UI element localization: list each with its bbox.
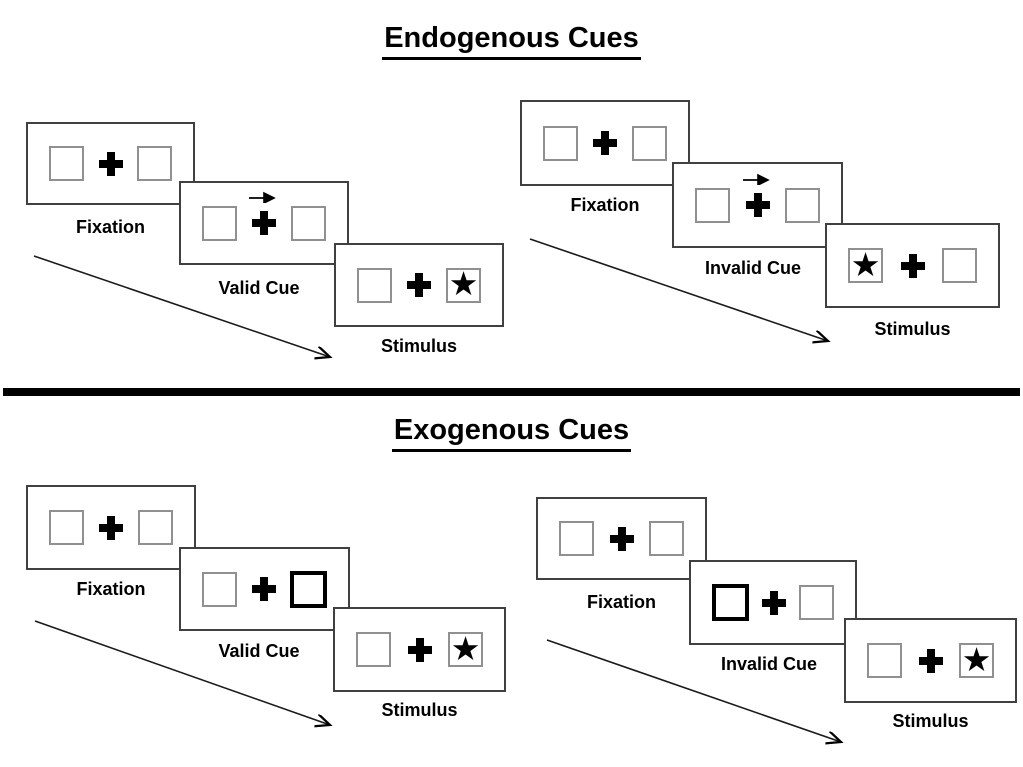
right-placeholder-box (785, 187, 820, 223)
left-placeholder-box (356, 632, 391, 667)
left-placeholder-box (49, 146, 84, 181)
timeline-arrow (33, 255, 340, 366)
fixation-cross-icon (745, 193, 770, 217)
fixation-cross-icon (762, 590, 786, 615)
left-placeholder-box (867, 643, 902, 678)
left-placeholder-box (695, 187, 730, 223)
stimulus-panel: ★ (334, 243, 504, 327)
panel-label: Fixation (586, 592, 656, 612)
right-target-box: ★ (959, 643, 994, 678)
right-target-box: ★ (448, 632, 483, 667)
fixation-cross-icon (593, 131, 617, 155)
fixation-cross-icon (407, 637, 432, 662)
panel-label: Stimulus (380, 336, 457, 356)
panel-label: Fixation (76, 579, 146, 599)
star-target-icon: ★ (450, 628, 481, 668)
left-placeholder-box (49, 510, 84, 545)
fixation-cross-icon (900, 253, 925, 278)
panel-label: Stimulus (381, 700, 458, 720)
cue-right-arrow-icon (249, 191, 276, 203)
panel-label: Valid Cue (218, 278, 300, 298)
fixation-cross-icon (98, 151, 123, 176)
panel-label: Valid Cue (218, 641, 300, 661)
invalid-cue-panel (689, 560, 857, 645)
exogenous-section-title: Exogenous Cues (0, 414, 1023, 452)
right-placeholder-box (942, 248, 977, 283)
star-target-icon: ★ (448, 264, 479, 303)
fixation-cross-icon (252, 211, 276, 235)
timeline-arrow (34, 620, 340, 735)
fixation-cross-icon (918, 648, 943, 673)
fixation-panel (536, 497, 707, 580)
cue-right-arrow-icon (742, 173, 770, 185)
fixation-cross-icon (609, 526, 634, 551)
left-placeholder-box (202, 571, 237, 607)
stimulus-panel: ★ (844, 618, 1017, 703)
panel-label: Fixation (570, 195, 640, 215)
right-placeholder-box (799, 585, 834, 620)
panel-label: Fixation (75, 217, 145, 237)
left-placeholder-box (559, 521, 594, 556)
right-placeholder-box (138, 510, 173, 545)
left-highlighted-cue-box (712, 584, 749, 621)
panel-label: Stimulus (874, 319, 951, 339)
stimulus-panel: ★ (825, 223, 1000, 308)
panel-label: Invalid Cue (720, 654, 818, 674)
right-highlighted-cue-box (290, 570, 327, 608)
left-placeholder-box (357, 267, 392, 303)
section-divider (3, 388, 1020, 396)
fixation-panel (520, 100, 690, 186)
fixation-panel (26, 122, 195, 205)
timeline-arrow (546, 639, 851, 751)
fixation-panel (26, 485, 196, 570)
valid-cue-panel (179, 181, 349, 265)
stimulus-panel: ★ (333, 607, 506, 692)
star-target-icon: ★ (850, 244, 881, 284)
right-placeholder-box (291, 205, 326, 241)
valid-cue-panel (179, 547, 350, 631)
left-placeholder-box (202, 205, 237, 241)
endogenous-section-title: Endogenous Cues (0, 22, 1023, 60)
right-placeholder-box (632, 125, 667, 161)
right-placeholder-box (649, 521, 684, 556)
endogenous-title-text: Endogenous Cues (382, 22, 641, 60)
panel-label: Stimulus (892, 711, 969, 731)
left-target-box: ★ (848, 248, 883, 283)
fixation-cross-icon (99, 515, 123, 540)
timeline-arrow (529, 238, 838, 350)
right-target-box: ★ (446, 264, 481, 303)
right-placeholder-box (137, 146, 172, 181)
star-target-icon: ★ (961, 639, 992, 679)
invalid-cue-panel (672, 162, 843, 248)
panel-label: Invalid Cue (704, 258, 802, 278)
left-placeholder-box (543, 125, 578, 161)
fixation-cross-icon (407, 273, 431, 297)
exogenous-title-text: Exogenous Cues (391, 414, 632, 452)
fixation-cross-icon (251, 577, 276, 601)
